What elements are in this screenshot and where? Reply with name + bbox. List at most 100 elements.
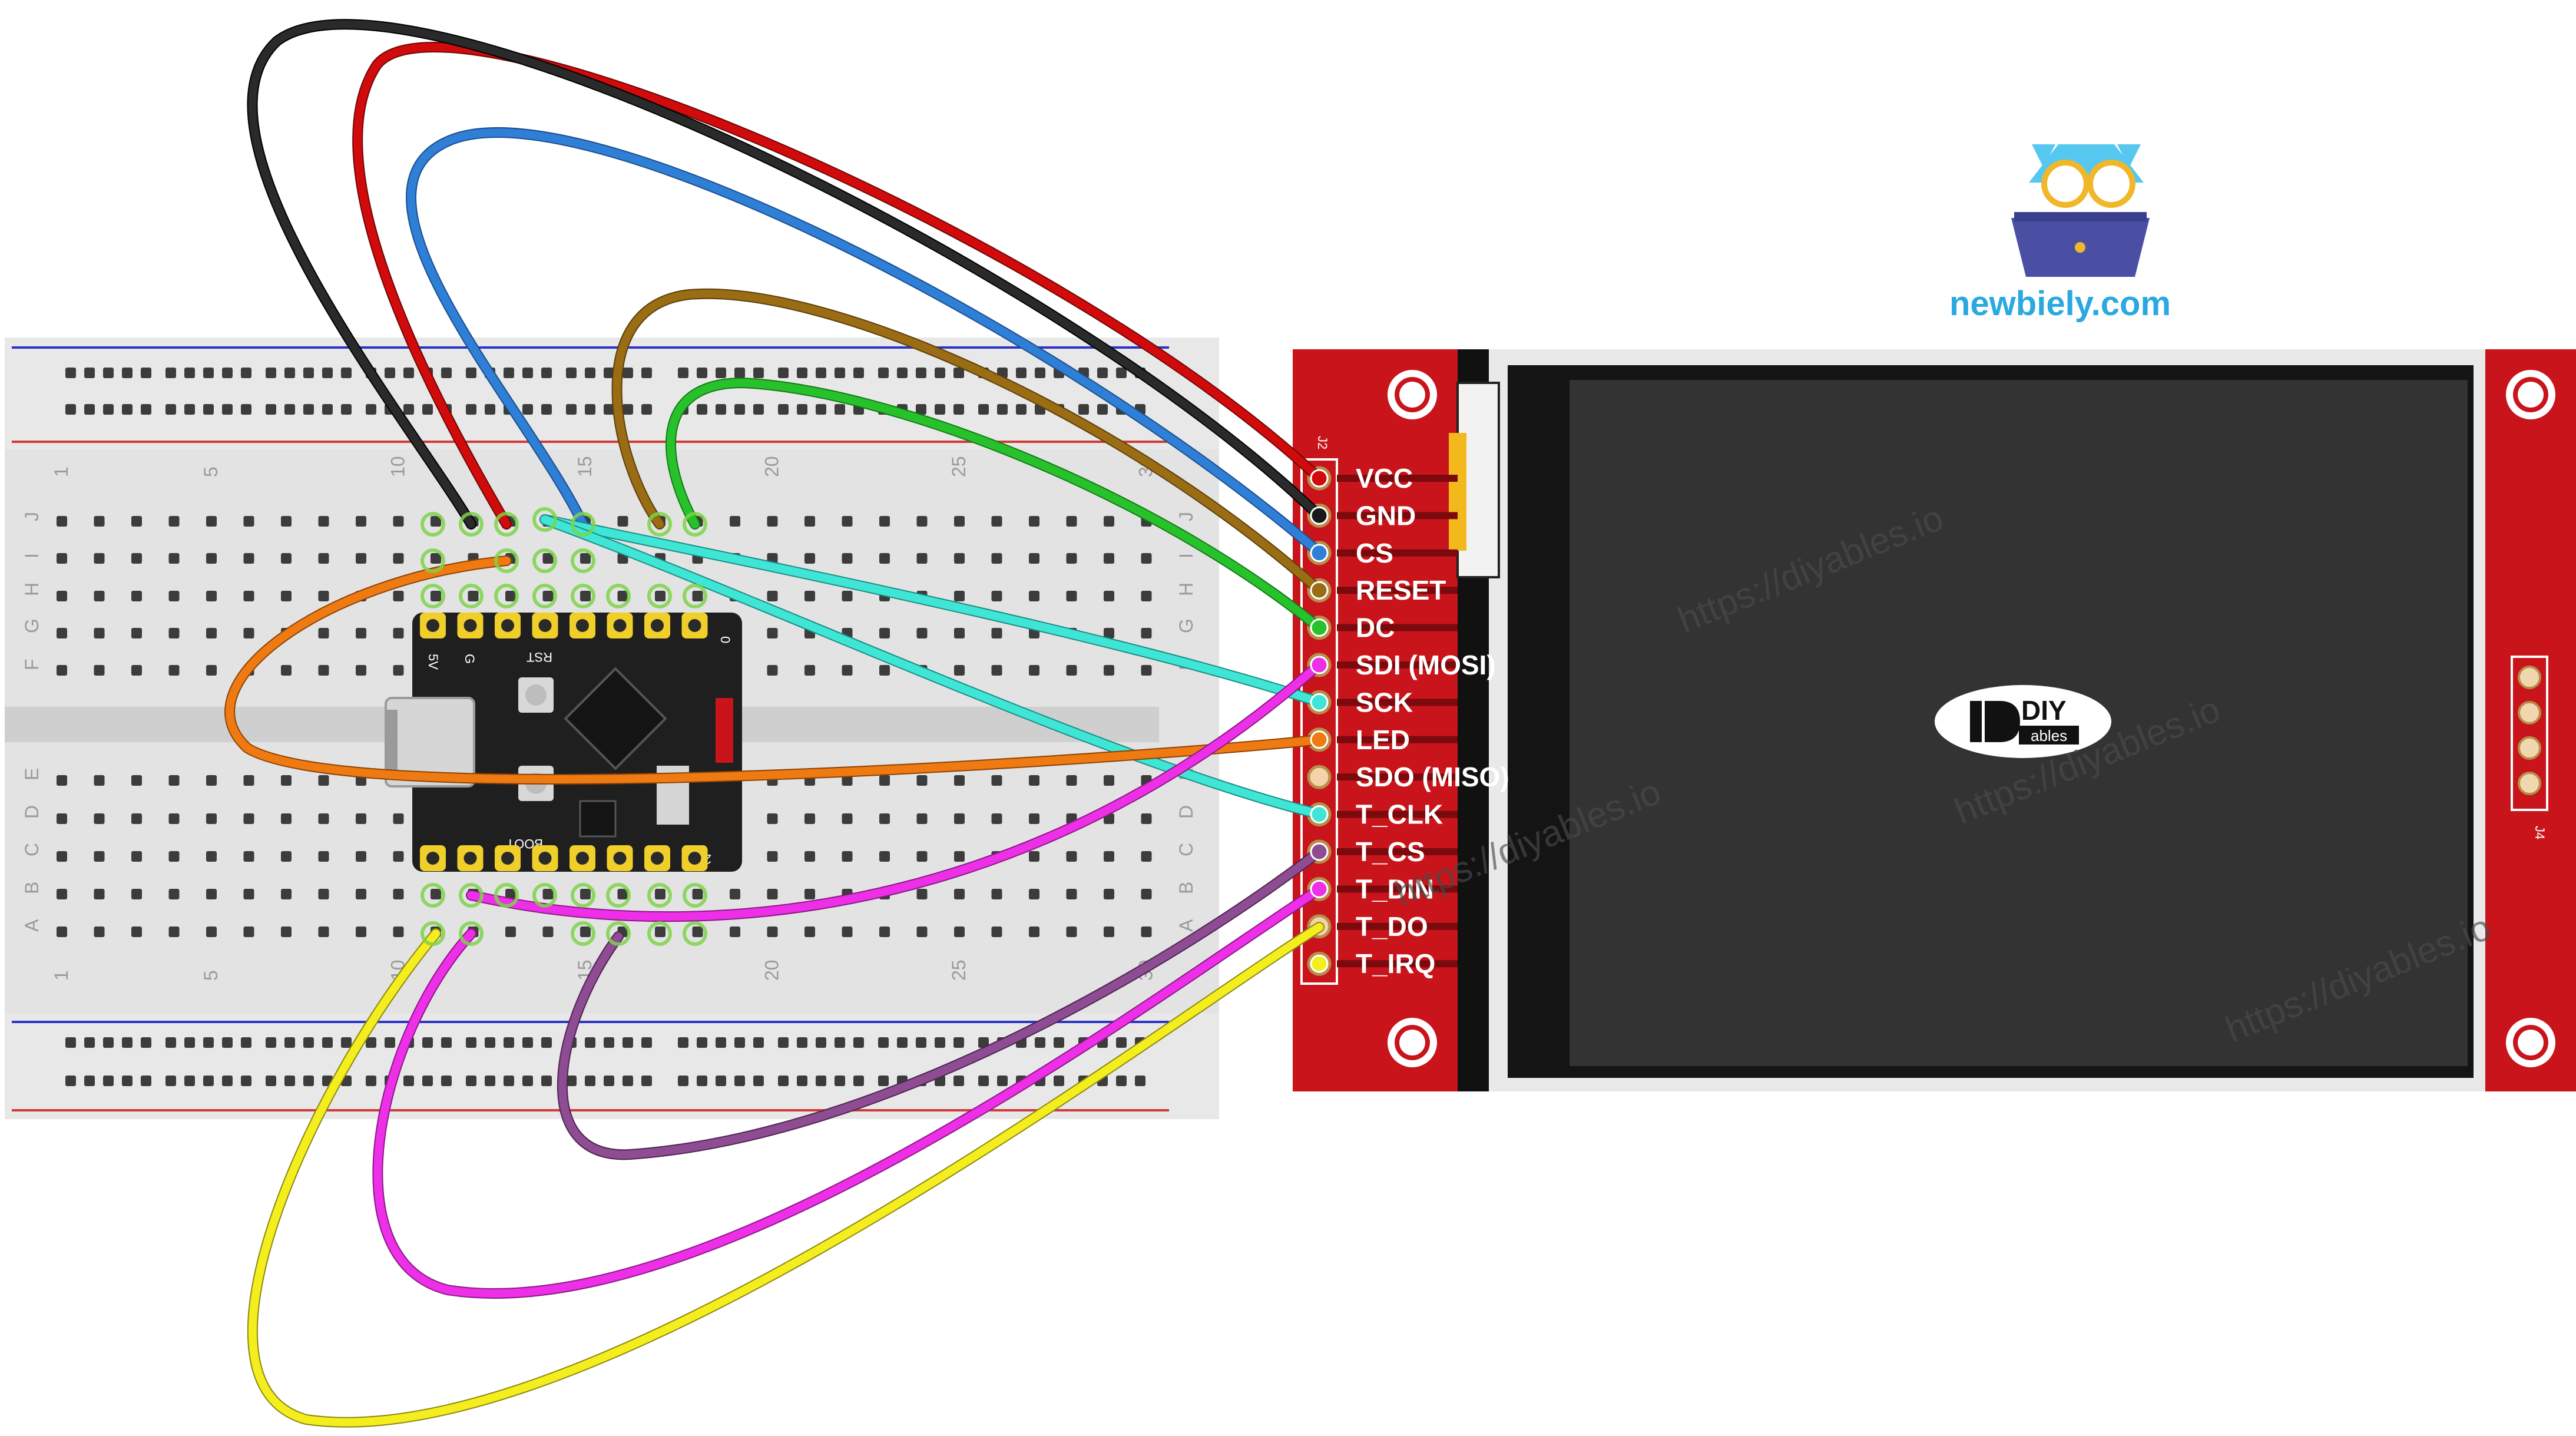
breadboard-hole	[131, 516, 142, 527]
breadboard-hole	[1104, 591, 1114, 601]
breadboard-hole	[243, 516, 254, 527]
breadboard-hole	[431, 553, 441, 564]
breadboard-hole	[431, 591, 441, 601]
pin-trace	[1337, 699, 1458, 706]
connection-highlight	[606, 883, 631, 908]
rail-hole	[878, 368, 889, 378]
rail-hole	[797, 404, 807, 415]
breadboard-hole	[206, 516, 217, 527]
breadboard-hole	[1029, 813, 1039, 824]
rail-hole	[734, 404, 745, 415]
wire-sdi-mosi	[467, 660, 1323, 921]
pin-trace	[1337, 810, 1458, 818]
rail-hole	[341, 1037, 352, 1048]
rail-hole	[853, 1076, 864, 1086]
connection-highlight	[532, 548, 557, 573]
breadboard-hole	[991, 775, 1002, 786]
board-pin-hole	[613, 619, 627, 632]
rail-hole	[997, 1076, 1008, 1086]
rail-hole	[466, 404, 476, 415]
rail-hole	[1078, 404, 1089, 415]
rail-hole	[878, 1037, 889, 1048]
pin-header-outline	[1300, 458, 1338, 985]
connection-highlight	[459, 512, 484, 537]
breadboard-hole	[1141, 927, 1152, 937]
breadboard-hole	[57, 628, 67, 638]
wires	[224, 19, 1325, 1428]
breadboard-hole	[57, 591, 67, 601]
rail-hole	[222, 1076, 233, 1086]
breadboard-hole	[57, 927, 67, 937]
breadboard-hole	[356, 889, 366, 899]
rail-hole	[604, 1037, 614, 1048]
rail-hole	[103, 1076, 114, 1086]
wire-tip	[1310, 469, 1329, 488]
microcontroller-board: 5V G RST 0 BOOT 21	[385, 613, 742, 872]
breadboard-hole	[318, 516, 329, 527]
rail-hole	[753, 1037, 764, 1048]
rail-hole	[935, 368, 945, 378]
breadboard-hole	[879, 775, 890, 786]
breadboard-hole	[131, 553, 142, 564]
breadboard-hole	[804, 516, 815, 527]
breadboard-hole	[542, 927, 554, 937]
rail-hole	[778, 1037, 789, 1048]
board-regulator	[579, 800, 617, 838]
rail-hole	[266, 1076, 276, 1086]
breadboard-hole	[730, 516, 740, 527]
breadboard-hole	[131, 665, 142, 676]
wire-tip	[1310, 879, 1329, 898]
connection-highlight	[532, 507, 557, 532]
rail-hole	[466, 368, 476, 378]
rail-hole	[203, 1076, 214, 1086]
rail-hole	[466, 1037, 476, 1048]
column-number: 5	[200, 970, 221, 981]
breadboard-hole	[730, 889, 740, 899]
connection-highlight	[606, 921, 631, 946]
rail-hole	[103, 368, 114, 378]
rail-hole	[222, 404, 233, 415]
display-pin-label: T_CLK	[1356, 799, 1443, 830]
rail-hole	[522, 1076, 533, 1086]
connection-highlight	[459, 584, 484, 608]
display-pin-label: T_DIN	[1356, 873, 1434, 904]
rail-hole	[878, 1076, 889, 1086]
connection-highlight	[647, 512, 672, 537]
breadboard-hole	[991, 553, 1002, 564]
breadboard-hole	[168, 665, 180, 676]
rail-hole	[1135, 1076, 1145, 1086]
breadboard-hole	[243, 628, 254, 638]
row-letter: H	[1176, 583, 1197, 596]
board-pin-hole	[538, 852, 552, 865]
wire-tip	[1310, 954, 1329, 973]
breadboard-hole	[57, 889, 67, 899]
rail-hole	[203, 1037, 214, 1048]
breadboard-hole	[991, 813, 1002, 824]
breadboard-hole	[131, 775, 142, 786]
rail-hole	[341, 368, 352, 378]
column-number: 15	[574, 456, 595, 477]
breadboard-hole	[243, 553, 254, 564]
breadboard-hole	[318, 851, 329, 862]
breadboard-hole	[804, 813, 815, 824]
breadboard-hole	[916, 813, 928, 824]
breadboard-hole	[356, 665, 366, 676]
wire-gnd	[248, 20, 1323, 528]
rail-hole	[103, 1037, 114, 1048]
pin-trace	[1337, 624, 1458, 631]
connection-highlight	[420, 584, 445, 608]
board-pin-hole	[501, 619, 514, 632]
rail-hole	[122, 404, 133, 415]
connection-highlight	[571, 921, 595, 946]
rail-hole	[203, 368, 214, 378]
breadboard-hole	[1104, 851, 1114, 862]
rail-hole	[734, 1037, 745, 1048]
breadboard-hole	[1066, 927, 1077, 937]
silk-pin0: 0	[718, 636, 733, 643]
rail-hole	[953, 1037, 964, 1048]
breadboard-hole	[57, 851, 67, 862]
board-pin-hole	[463, 852, 477, 865]
breadboard-hole	[767, 553, 778, 564]
breadboard-hole	[804, 889, 815, 899]
wire-cs	[407, 128, 1323, 557]
